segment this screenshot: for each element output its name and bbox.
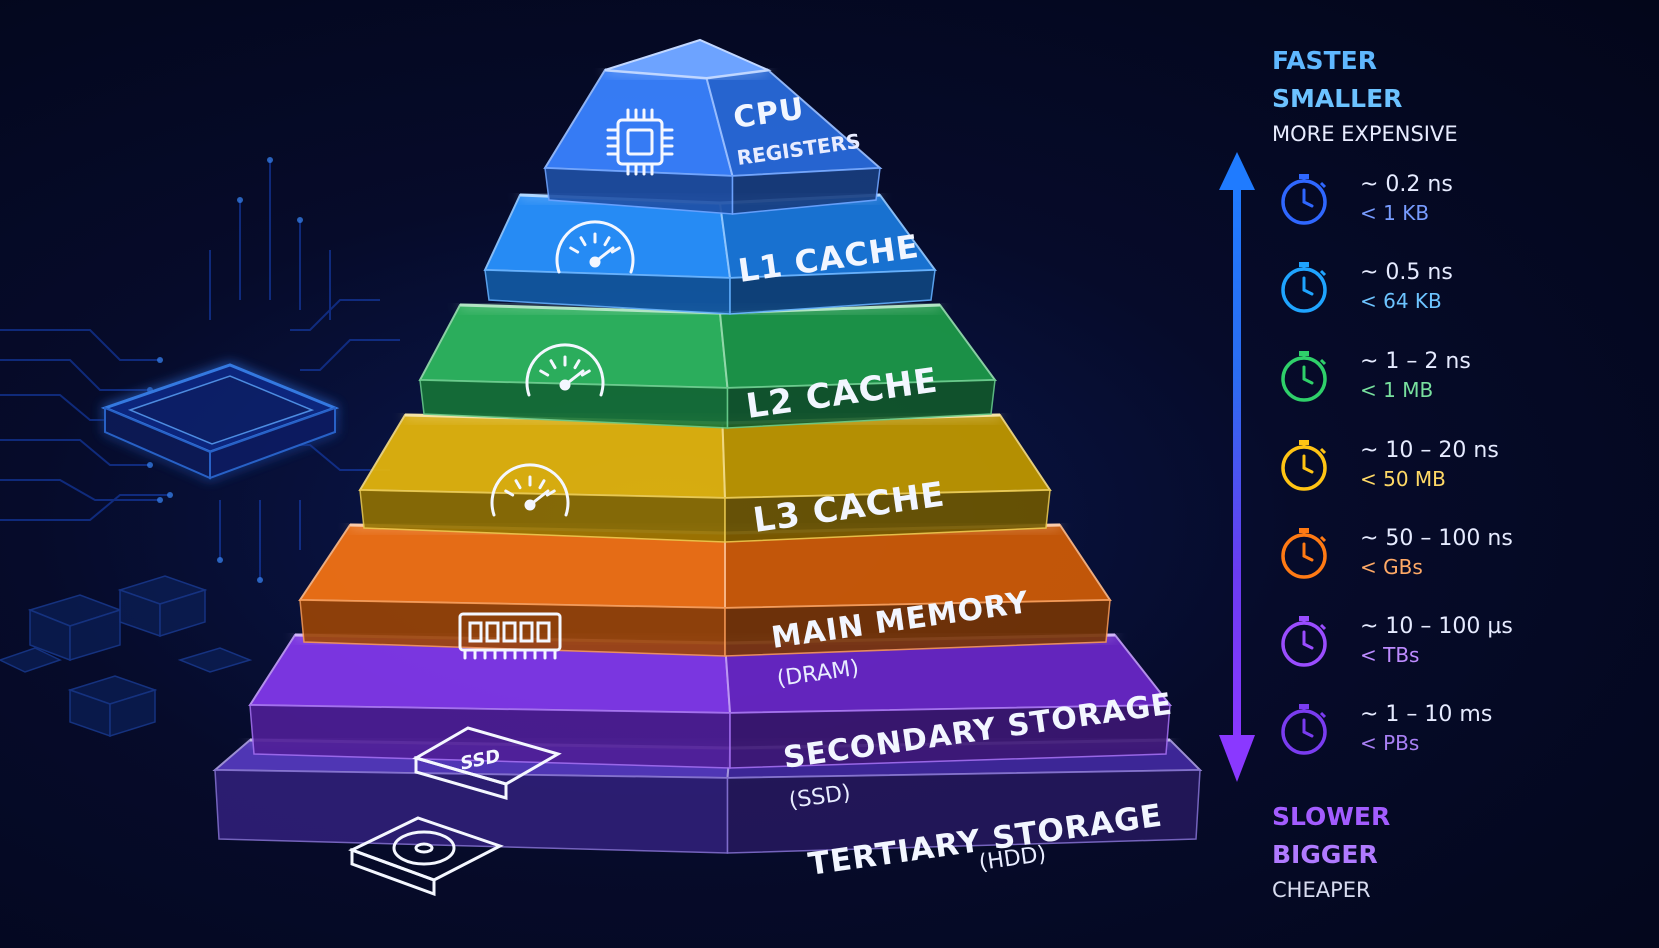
latency-label: ~ 0.5 ns: [1360, 260, 1453, 285]
capacity-label: < 1 KB: [1360, 201, 1430, 225]
metric-row: ~ 10 – 100 µs < TBs: [1360, 614, 1513, 667]
metric-row: ~ 0.2 ns < 1 KB: [1360, 172, 1453, 225]
metric-row: ~ 0.5 ns < 64 KB: [1360, 260, 1453, 313]
chip-icon-background: [100, 363, 340, 480]
capacity-label: < GBs: [1360, 555, 1423, 579]
capacity-label: < 64 KB: [1360, 289, 1442, 313]
metric-row: ~ 50 – 100 ns < GBs: [1360, 526, 1513, 579]
capacity-label: < 50 MB: [1360, 467, 1446, 491]
latency-label: ~ 10 – 100 µs: [1360, 614, 1513, 639]
arrow-down-icon: [1219, 735, 1255, 782]
speedometer-icon: [555, 220, 635, 274]
speedometer-icon: [490, 463, 570, 517]
speed-scale-arrow: [1219, 152, 1255, 782]
legend-bottom-bigger: BIGGER: [1272, 840, 1378, 869]
legend-bottom-cheaper: CHEAPER: [1272, 878, 1371, 902]
latency-label: ~ 1 – 2 ns: [1360, 349, 1471, 374]
arrow-up-icon: [1219, 152, 1255, 190]
latency-label: ~ 10 – 20 ns: [1360, 438, 1499, 463]
latency-label: ~ 0.2 ns: [1360, 172, 1453, 197]
stopwatch-icon: [1281, 440, 1327, 491]
metric-row: ~ 10 – 20 ns < 50 MB: [1360, 438, 1499, 491]
tier-l3-cache: L3 CACHE: [358, 413, 1052, 543]
stopwatch-icon: [1281, 174, 1327, 225]
tier-main-memory: MAIN MEMORY(DRAM): [298, 523, 1112, 692]
legend-bottom-slower: SLOWER: [1272, 802, 1391, 831]
latency-label: ~ 1 – 10 ms: [1360, 702, 1493, 727]
stopwatch-icon: [1281, 528, 1327, 579]
legend-top-faster: FASTER: [1272, 46, 1377, 75]
stopwatch-icon: [1281, 351, 1327, 402]
stopwatch-icon: [1281, 262, 1327, 313]
capacity-label: < TBs: [1360, 643, 1420, 667]
legend-top-smaller: SMALLER: [1272, 84, 1403, 113]
speedometer-icon: [525, 343, 605, 397]
metric-row: ~ 1 – 10 ms < PBs: [1360, 702, 1492, 755]
latency-label: ~ 50 – 100 ns: [1360, 526, 1513, 551]
metric-row: ~ 1 – 2 ns < 1 MB: [1360, 349, 1471, 402]
stopwatch-icon: [1281, 704, 1327, 755]
capacity-label: < PBs: [1360, 731, 1420, 755]
cpu-chip-icon: [606, 108, 674, 176]
tier-l2-cache: L2 CACHE: [418, 303, 997, 429]
tier-l1-cache: L1 CACHE: [483, 193, 937, 315]
circuit-background: [0, 157, 400, 738]
capacity-label: < 1 MB: [1360, 378, 1434, 402]
stopwatch-icon: [1281, 616, 1327, 667]
hard-disk-icon: [348, 816, 504, 897]
ram-module-icon: [458, 612, 562, 660]
legend-top-more-expensive: MORE EXPENSIVE: [1272, 122, 1458, 146]
